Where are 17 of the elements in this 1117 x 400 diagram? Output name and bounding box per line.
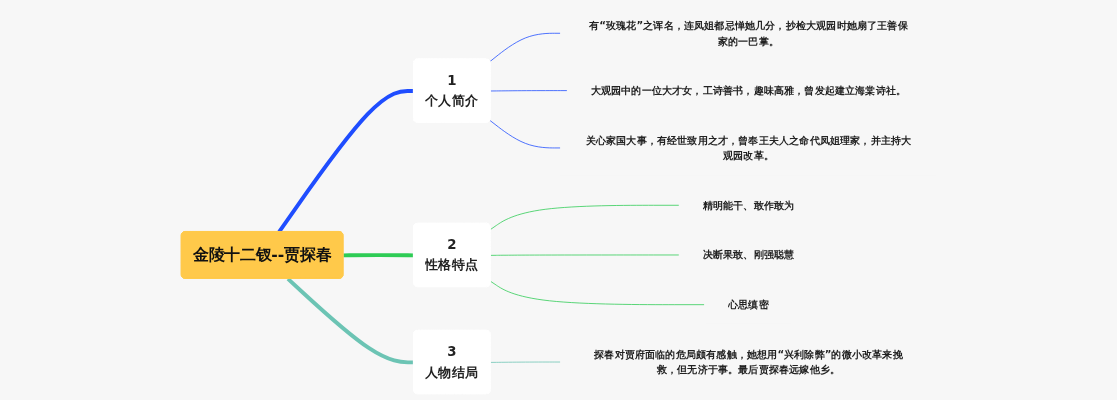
- connector: [489, 254, 680, 256]
- node-text: 关心家国大事，有经世致用之才，曾奉王夫人之命代凤姐理家，并主持大观园改革。: [585, 134, 911, 162]
- node-text: 大观园中的一位大才女，工诗善书，趣味高雅，曾发起建立海棠诗社。: [590, 84, 906, 97]
- node-text: 心思缜密: [727, 298, 769, 311]
- connector: [343, 253, 414, 258]
- node-text: 决断果敢、刚强聪慧: [702, 248, 794, 261]
- connector: [277, 88, 414, 233]
- node-text: 探春对贾府面临的危局颇有感触，她想用“兴利除弊”的微小改革来挽救，但无济于事。最后贾探春远嫁他乡。: [593, 348, 903, 376]
- connector: [489, 90, 568, 92]
- node-text: 精明能干、敢作敢为: [702, 199, 794, 211]
- connector: [286, 277, 414, 365]
- node-text: 有“玫瑰花”之诨名，连凤姐都忌惮她几分，抄检大观园时她扇了王善保家的一巴掌。: [588, 19, 908, 47]
- connector: [489, 120, 561, 149]
- connector: [489, 361, 561, 363]
- connector: [489, 32, 561, 62]
- connector: [489, 204, 680, 230]
- connector: [489, 280, 705, 306]
